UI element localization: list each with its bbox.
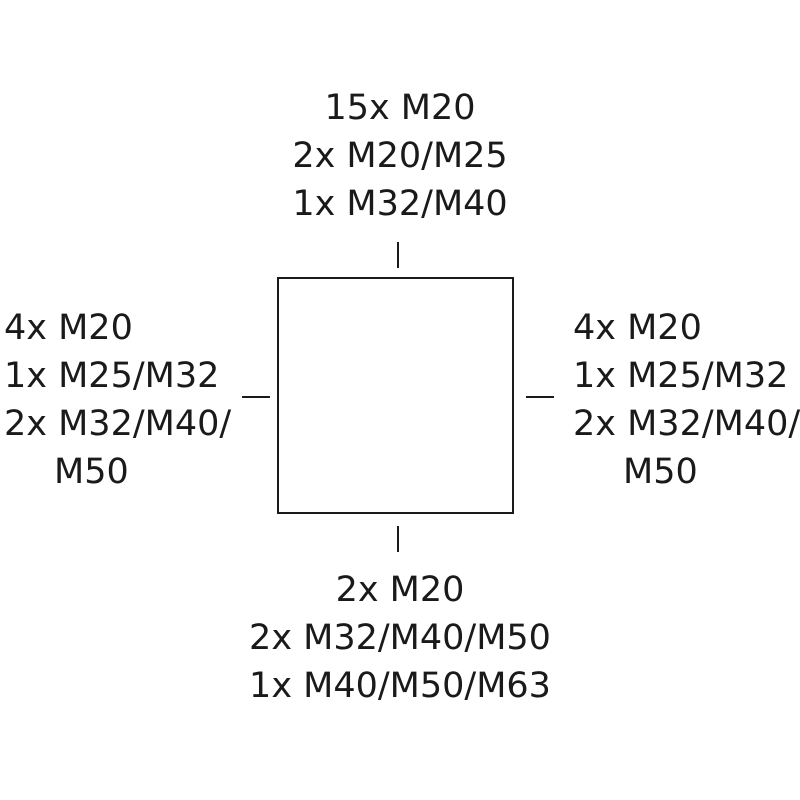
right-entry-line: M50 xyxy=(623,452,698,492)
top-side-marker xyxy=(397,242,399,268)
top-entry-line: 2x M20/M25 xyxy=(292,136,508,176)
right-entry-line: 1x M25/M32 xyxy=(573,356,789,396)
left-entries-label: 4x M20 1x M25/M32 2x M32/M40/ M50 xyxy=(4,304,231,496)
left-entry-line: 1x M25/M32 xyxy=(4,356,220,396)
top-entries-label: 15x M20 2x M20/M25 1x M32/M40 xyxy=(200,84,600,228)
left-side-marker xyxy=(242,396,270,398)
right-entry-line: 4x M20 xyxy=(573,308,702,348)
left-entry-line: 4x M20 xyxy=(4,308,133,348)
left-entry-line: M50 xyxy=(54,452,129,492)
bottom-entry-line: 2x M20 xyxy=(335,570,465,610)
right-entries-label: 4x M20 1x M25/M32 2x M32/M40/ M50 xyxy=(573,304,800,496)
enclosure-box xyxy=(277,277,514,514)
right-side-marker xyxy=(526,396,554,398)
bottom-entries-label: 2x M20 2x M32/M40/M50 1x M40/M50/M63 xyxy=(200,566,600,710)
bottom-entry-line: 1x M40/M50/M63 xyxy=(249,666,551,706)
bottom-entry-line: 2x M32/M40/M50 xyxy=(249,618,551,658)
left-entry-line: 2x M32/M40/ xyxy=(4,404,232,444)
top-entry-line: 1x M32/M40 xyxy=(292,184,508,224)
top-entry-line: 15x M20 xyxy=(324,88,476,128)
right-entry-line: 2x M32/M40/ xyxy=(573,404,800,444)
bottom-side-marker xyxy=(397,526,399,552)
